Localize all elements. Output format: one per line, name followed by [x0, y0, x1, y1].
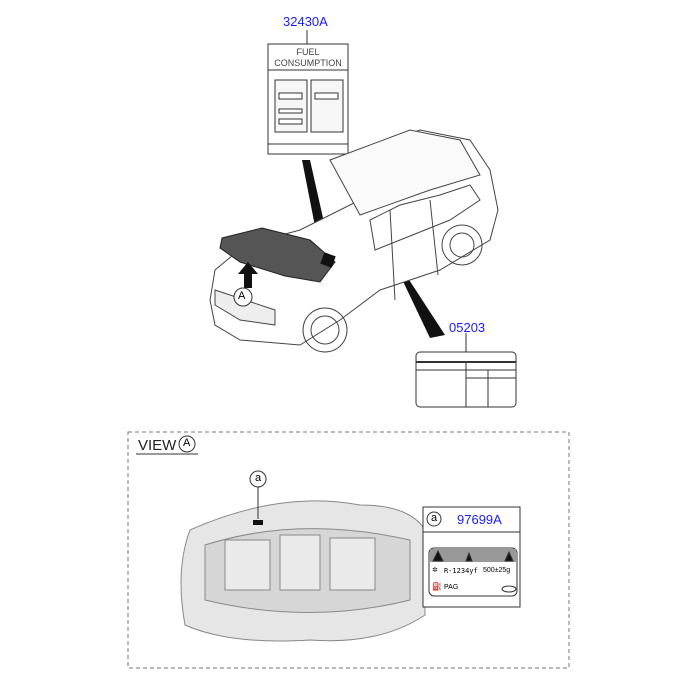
oil-type: PAG	[444, 584, 459, 591]
fuel-label-line1: FUEL	[296, 47, 320, 57]
fuel-label-line2: CONSUMPTION	[274, 58, 342, 68]
ac-label-card	[422, 506, 521, 608]
detail-marker-label: a	[255, 472, 262, 484]
part-number-fuel-label[interactable]: 32430A	[283, 14, 328, 29]
fuel-label-card	[267, 30, 349, 155]
view-frame	[127, 431, 570, 669]
oil-can-icon: ⛽	[432, 582, 442, 591]
view-arrow	[238, 262, 258, 288]
view-title-marker: A	[183, 437, 191, 449]
vehicle-drawing	[209, 129, 499, 353]
body-label-pointer	[400, 272, 445, 338]
view-title: VIEW	[138, 437, 177, 454]
ac-label-on-hood	[253, 520, 263, 525]
refrigerant-type: R-1234yf	[444, 567, 478, 575]
part-number-ac-label[interactable]: 97699A	[457, 512, 502, 527]
hood-on-vehicle	[219, 227, 336, 283]
refrigerant-charge: 500±25g	[483, 567, 511, 574]
part-number-body-label[interactable]: 05203	[449, 320, 486, 335]
ac-card-marker: a	[431, 512, 438, 524]
gear-icon: ✲	[432, 567, 438, 574]
body-label-card	[415, 333, 517, 408]
fuel-label-on-car	[320, 252, 336, 268]
view-marker-circle	[233, 287, 253, 307]
fuel-label-text: FUEL CONSUMPTION	[268, 47, 348, 69]
view-marker-label: A	[238, 290, 246, 302]
hood-underside	[180, 500, 426, 642]
